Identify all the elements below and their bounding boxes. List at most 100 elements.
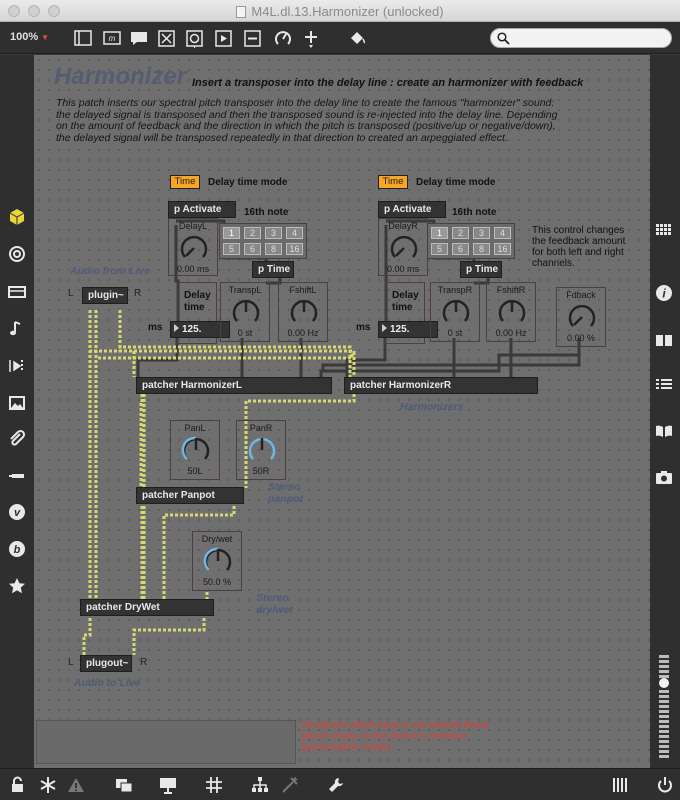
bold-b-icon[interactable]: b <box>7 539 27 559</box>
output-level-slider[interactable] <box>657 655 671 765</box>
svg-text:b: b <box>14 544 21 556</box>
note-toggle[interactable]: 4 <box>494 227 511 239</box>
delay-time-number-right[interactable]: 125. <box>378 321 438 338</box>
package-icon[interactable] <box>7 207 27 227</box>
power-icon[interactable] <box>655 775 675 795</box>
lock-icon[interactable] <box>8 775 28 795</box>
minimize-window-button[interactable] <box>28 5 40 17</box>
presentation-mode-icon[interactable] <box>158 775 178 795</box>
chevron-down-icon: ▼ <box>41 33 50 42</box>
grid-icon[interactable] <box>654 221 674 241</box>
vimeo-icon[interactable]: v <box>7 502 27 522</box>
zoom-window-button[interactable] <box>48 5 60 17</box>
paint-bucket-icon[interactable] <box>346 27 368 49</box>
list-icon[interactable] <box>654 375 674 395</box>
time-mode-button-right[interactable]: Time <box>378 175 408 189</box>
transpR-dial[interactable]: TranspR 0 st <box>430 282 480 342</box>
sixteenth-note-selector-left: 1 2 3 4 5 6 8 16 <box>219 223 307 259</box>
note-toggle[interactable]: 6 <box>452 243 469 255</box>
button-icon[interactable] <box>184 27 206 49</box>
note-toggle[interactable]: 5 <box>431 243 448 255</box>
patcher-panpot[interactable]: patcher Panpot <box>136 487 244 504</box>
slider-icon[interactable] <box>242 27 264 49</box>
playbar-icon[interactable] <box>213 27 235 49</box>
add-object-icon[interactable] <box>300 27 322 49</box>
close-window-button[interactable] <box>8 5 20 17</box>
audio-to-live-label: Audio to Live <box>74 677 141 689</box>
transpL-dial[interactable]: TranspL 0 st <box>220 282 270 342</box>
plugout-object[interactable]: plugout~ <box>80 655 132 672</box>
windows-icon[interactable] <box>114 775 134 795</box>
zoom-menu[interactable]: 100%▼ <box>10 31 50 43</box>
time-mode-button-left[interactable]: Time <box>170 175 200 189</box>
delay-time-number-left[interactable]: 125. <box>170 321 230 338</box>
presentation-icon[interactable] <box>72 27 94 49</box>
search-input[interactable] <box>490 28 672 48</box>
note-toggle[interactable]: 16 <box>494 243 511 255</box>
message-icon[interactable]: m <box>101 27 123 49</box>
music-note-icon[interactable] <box>7 319 27 339</box>
note-toggle[interactable]: 1 <box>431 227 448 239</box>
delayL-dial[interactable]: DelayL 0.00 ms <box>168 218 218 276</box>
reference-icon[interactable] <box>654 421 674 441</box>
drywet-dial[interactable]: Dry/wet 50.0 % <box>192 531 242 591</box>
book-icon[interactable] <box>654 330 674 350</box>
warning-icon[interactable] <box>66 775 86 795</box>
snowflake-icon[interactable] <box>38 775 58 795</box>
device-icon[interactable] <box>7 282 27 302</box>
patcher-canvas[interactable]: Harmonizer Insert a transposer into the … <box>34 55 650 768</box>
note-toggle[interactable]: 5 <box>223 243 240 255</box>
media-icon[interactable] <box>7 356 27 376</box>
dial-icon[interactable] <box>272 27 294 49</box>
wrench-icon[interactable] <box>326 775 346 795</box>
p-activate-left[interactable]: p Activate <box>168 201 236 218</box>
dial-knob <box>290 299 318 322</box>
triangle-icon <box>382 324 387 332</box>
patcher-drywet[interactable]: patcher DryWet <box>80 599 214 616</box>
note-toggle[interactable]: 2 <box>244 227 261 239</box>
patcher-harmonizerL[interactable]: patcher HarmonizerL <box>136 377 332 394</box>
p-time-right[interactable]: p Time <box>460 261 502 278</box>
left-channel-label: L <box>68 288 74 299</box>
panL-dial[interactable]: PanL 50L <box>170 420 220 480</box>
title-bar: M4L.dl.13.Harmonizer (unlocked) <box>0 0 680 22</box>
p-activate-right[interactable]: p Activate <box>378 201 446 218</box>
grid-toggle-icon[interactable] <box>204 775 224 795</box>
image-icon[interactable] <box>7 393 27 413</box>
star-icon[interactable] <box>7 576 27 596</box>
comment-icon[interactable] <box>128 27 150 49</box>
hierarchy-icon[interactable] <box>250 775 270 795</box>
note-toggle[interactable]: 1 <box>223 227 240 239</box>
note-toggle[interactable]: 8 <box>473 243 490 255</box>
note-toggle[interactable]: 6 <box>244 243 261 255</box>
info-icon[interactable]: i <box>654 283 674 303</box>
plugin-object[interactable]: plugin~ <box>82 287 128 304</box>
patch-subtitle: Insert a transposer into the delay line … <box>192 77 584 89</box>
debug-icon[interactable] <box>280 775 300 795</box>
panR-dial[interactable]: PanR 50R <box>236 420 286 480</box>
note-toggle[interactable]: 3 <box>473 227 490 239</box>
p-time-left[interactable]: p Time <box>252 261 294 278</box>
meter-icon[interactable] <box>610 775 630 795</box>
patch-description: This patch inserts our spectral pitch tr… <box>56 97 558 144</box>
note-toggle[interactable]: 3 <box>265 227 282 239</box>
note-toggle[interactable]: 8 <box>265 243 282 255</box>
delayR-dial[interactable]: DelayR 0.00 ms <box>378 218 428 276</box>
note-toggle[interactable]: 16 <box>286 243 303 255</box>
fshiftL-dial[interactable]: FshiftL 0.00 Hz <box>278 282 328 342</box>
clip-icon[interactable] <box>7 429 27 449</box>
toggle-icon[interactable] <box>156 27 178 49</box>
target-icon[interactable] <box>7 244 27 264</box>
search-icon <box>497 32 510 45</box>
note-toggle[interactable]: 2 <box>452 227 469 239</box>
fshiftR-dial[interactable]: FshiftR 0.00 Hz <box>486 282 536 342</box>
dial-knob <box>248 437 276 460</box>
right-sidebar: i <box>650 55 680 768</box>
patcher-harmonizerR[interactable]: patcher HarmonizerR <box>344 377 538 394</box>
note-toggle[interactable]: 4 <box>286 227 303 239</box>
snapshot-icon[interactable] <box>654 467 674 487</box>
fdback-dial[interactable]: Fdback 0.00 % <box>556 287 606 347</box>
delay-time-frame-left <box>177 282 217 344</box>
plug-icon[interactable] <box>7 466 27 486</box>
